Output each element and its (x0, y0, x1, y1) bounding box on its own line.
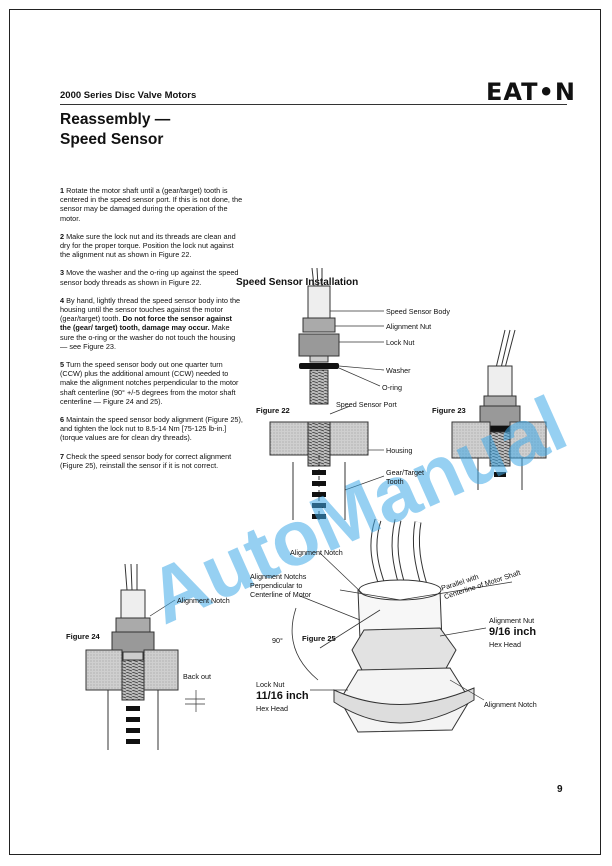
label-o-ring: O-ring (382, 383, 402, 392)
figure-22-drawing (269, 267, 385, 520)
label-alignment-nut: Alignment Nut (386, 322, 432, 331)
figure-25-label: Figure 25 (302, 634, 336, 643)
label-alignment-notch-bottom: Alignment Notch (484, 700, 537, 709)
figure-23-drawing (451, 329, 547, 490)
step-1: 1 Rotate the motor shaft until a (gear/t… (60, 186, 243, 223)
label-notches-perpendicular: Alignment Notchs Perpendicular to Center… (250, 572, 312, 599)
step-2: 2 Make sure the lock nut and its threads… (60, 231, 236, 260)
label-washer: Washer (386, 366, 411, 375)
label-alignment-notch-fig24: Alignment Notch (177, 596, 230, 605)
label-hex-head-2: Hex Head (256, 704, 288, 713)
label-alignment-nut-fig25: Alignment Nut (489, 616, 535, 625)
figure-24-label: Figure 24 (66, 632, 100, 641)
figure-22-label: Figure 22 (256, 406, 290, 415)
label-lock-nut: Lock Nut (386, 338, 415, 347)
step-7: 7 Check the speed sensor body for correc… (60, 451, 232, 470)
page-title: Reassembly — Speed Sensor (60, 110, 260, 150)
label-alignment-notch-top: Alignment Notch (290, 548, 343, 557)
page-border (9, 9, 601, 855)
label-speed-sensor-port: Speed Sensor Port (336, 400, 397, 409)
label-housing: Housing (386, 446, 413, 455)
instruction-steps: 1 Rotate the motor shaft until a (gear/t… (60, 186, 244, 479)
figure-25-drawing (291, 518, 513, 733)
label-nine-sixteenth-inch: 9/16 inch (489, 626, 537, 638)
label-lock-nut-fig25: Lock Nut (256, 680, 285, 689)
label-eleven-sixteenth-inch: 11/16 inch (256, 690, 309, 702)
page-title-line2: Speed Sensor (60, 131, 164, 148)
series-title: 2000 Series Disc Valve Motors (60, 90, 197, 101)
label-hex-head-1: Hex Head (489, 640, 521, 649)
label-back-out: Back out (183, 672, 211, 681)
label-speed-sensor-body: Speed Sensor Body (386, 307, 450, 316)
label-ninety-degrees: 90° (272, 636, 283, 645)
figure-main-title: Speed Sensor Installation (236, 277, 359, 288)
page-title-line1: Reassembly — (60, 111, 171, 128)
step-3: 3 Move the washer and the o-ring up agai… (60, 268, 239, 287)
step-4: 4 By hand, lightly thread the speed sens… (60, 295, 241, 351)
figure-23-label: Figure 23 (432, 406, 466, 415)
figure-24-drawing (85, 563, 205, 750)
header-rule (60, 104, 567, 105)
eaton-logo: EAT•N (486, 78, 576, 106)
step-6: 6 Maintain the speed sensor body alignme… (60, 415, 243, 443)
step-5: 5 Turn the speed sensor body out one qua… (60, 360, 239, 406)
page-number: 9 (557, 784, 563, 795)
label-gear-target: Gear/Target Tooth (386, 468, 424, 486)
